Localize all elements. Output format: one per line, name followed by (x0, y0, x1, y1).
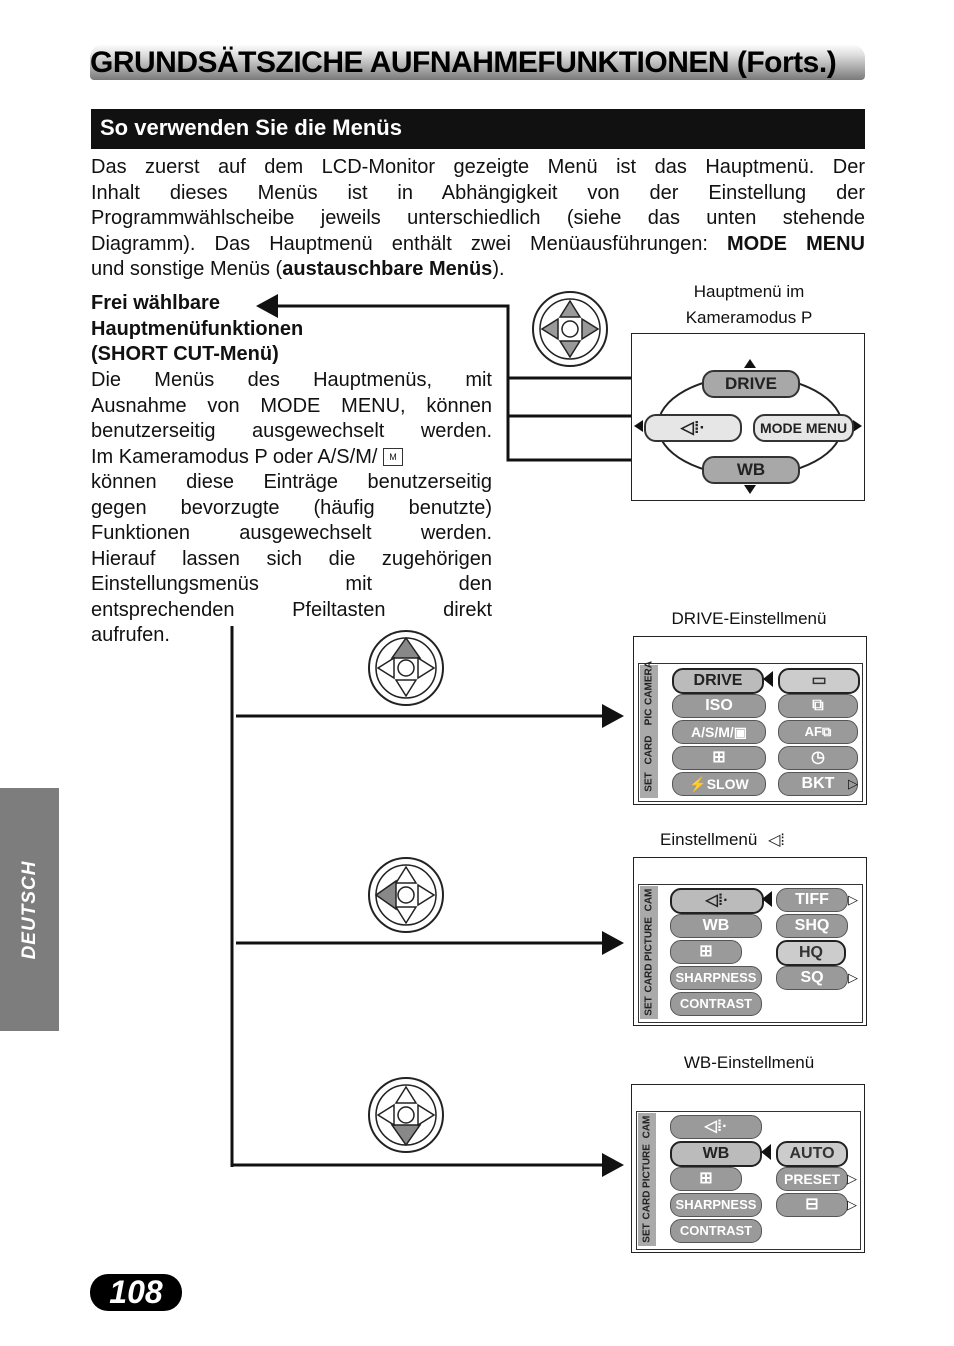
arrow-head-right (602, 931, 624, 955)
shortcut-body: Die Menüs des Hauptmenüs, mit Ausnahme v… (91, 369, 492, 646)
section-header-bar (91, 109, 865, 149)
arrow-head-right (602, 704, 624, 728)
wb-auto-option: AUTO (776, 1141, 848, 1167)
arrow-pad-up-icon (368, 630, 444, 706)
menu-item-sharpness: SHARPNESS (670, 966, 762, 990)
main-menu-screen: DRIVE ◁⁞· MODE MENU WB (631, 333, 865, 501)
page-title: GRUNDSÄTSZICHE AUFNAHMEFUNKTIONEN (Forts… (90, 46, 837, 79)
shortcut-heading: Frei wählbare Hauptmenüfunktionen (SHORT… (91, 292, 304, 365)
menu-item-iso: ISO (672, 694, 766, 718)
menu-item-contrast: CONTRAST (670, 1219, 762, 1243)
chevron-right-icon: ▷ (847, 1197, 857, 1212)
drive-settings-screen: CAMERA PIC CARD SET DRIVE ISO A/S/M/▣ ⊞ … (633, 636, 867, 805)
language-label: DEUTSCH (19, 860, 40, 960)
menu-item-flash: ⚡SLOW (672, 772, 766, 796)
chevron-right-icon: ▷ (847, 1171, 857, 1186)
quality-menu-label: Einstellmenü ◁⁞ (660, 830, 785, 849)
quality-tiff-option: TIFF (776, 888, 848, 912)
drive-self-timer-option: ◷ (778, 746, 858, 770)
menu-item-contrast: CONTRAST (670, 992, 762, 1016)
tab-card: CARD (643, 963, 655, 993)
tab-set: SET (641, 1223, 653, 1243)
chevron-right-icon: ▷ (848, 892, 858, 907)
select-arrow-icon (763, 671, 773, 687)
intro-line: Inhalt dieses Menüs ist in Abhängigkeit … (91, 181, 865, 204)
arrow-head-left (256, 294, 278, 318)
menu-item-quality: ◁⁞· (670, 888, 764, 914)
main-menu-label: Hauptmenü im Kameramodus P (685, 282, 813, 327)
drive-af-sequential-option: AF⧉ (778, 720, 858, 744)
chevron-right-icon: ▷ (848, 970, 858, 985)
tab-cam: CAM (643, 888, 655, 912)
intro-line: Diagramm). Das Hauptmenü enthält zwei Me… (91, 232, 865, 255)
menu-tab-strip: CAMERA PIC CARD SET (640, 661, 658, 798)
quality-icon: ◁⁞ (768, 832, 785, 849)
select-arrow-icon (762, 891, 772, 907)
intro-paragraph: Das zuerst auf dem LCD-Monitor gezeigte … (91, 155, 865, 283)
quality-shq-option: SHQ (776, 914, 848, 938)
wb-settings-screen: CAM PICTURE CARD SET ◁⁞· WB ⊞ SHARPNESS … (631, 1084, 865, 1253)
quality-sq-option: SQ (776, 966, 848, 990)
tab-camera: CAMERA (643, 661, 655, 705)
wb-menu-label: WB-Einstellmenü (683, 1053, 815, 1072)
page-number: 108 (90, 1274, 182, 1311)
menu-item-exposure: ⊞ (672, 746, 766, 770)
menu-item-exposure: ⊞ (670, 940, 742, 964)
tab-set: SET (643, 996, 655, 1016)
arrow-pad-icon (532, 291, 608, 367)
menu-item-quality: ◁⁞· (670, 1115, 762, 1139)
tab-picture: PICTURE (641, 1144, 653, 1188)
tab-cam: CAM (641, 1115, 653, 1139)
drive-sequential-option: ⧉ (778, 694, 858, 718)
intro-line: und sonstige Menüs (austauschbare Menüs)… (91, 258, 505, 280)
tab-set: SET (643, 772, 655, 792)
connector-line (276, 304, 510, 378)
drive-bkt-option: BKT (778, 772, 858, 796)
menu-tab-strip: CAM PICTURE CARD SET (640, 886, 658, 1019)
menu-item-asm: A/S/M/▣ (672, 720, 766, 744)
intro-line: Das zuerst auf dem LCD-Monitor gezeigte … (91, 156, 865, 178)
quality-bubble: ◁⁞· (644, 414, 742, 442)
select-arrow-icon (761, 1144, 771, 1160)
chevron-right-icon: ▷ (848, 776, 858, 791)
drive-menu-label: DRIVE-Einstellmenü (671, 609, 827, 628)
my-mode-icon: M (382, 448, 403, 467)
tab-picture: PICTURE (643, 917, 655, 961)
menu-item-wb: WB (670, 1141, 762, 1167)
arrow-head-right (602, 1153, 624, 1177)
drive-bubble: DRIVE (702, 370, 800, 398)
mode-menu-bubble: MODE MENU (753, 414, 854, 442)
section-title: So verwenden Sie die Menüs (100, 115, 402, 140)
menu-tab-strip: CAM PICTURE CARD SET (638, 1113, 656, 1246)
wb-bubble: WB (702, 456, 800, 484)
intro-line: Programmwählscheibe jeweils unterschiedl… (91, 207, 865, 229)
menu-item-exposure: ⊞ (670, 1167, 742, 1191)
menu-item-drive: DRIVE (672, 668, 764, 694)
arrow-pad-left-icon (368, 857, 444, 933)
wb-preset-option: PRESET (776, 1167, 848, 1191)
tab-card: CARD (641, 1190, 653, 1220)
menu-item-sharpness: SHARPNESS (670, 1193, 762, 1217)
title-banner (90, 44, 865, 80)
language-tab (0, 788, 59, 1031)
menu-item-wb: WB (670, 914, 762, 938)
quality-settings-screen: CAM PICTURE CARD SET ◁⁞· WB ⊞ SHARPNESS … (633, 857, 867, 1026)
tab-pic: PIC (643, 708, 655, 726)
quality-hq-option: HQ (776, 940, 846, 966)
wb-manual-option: ⊟ (776, 1193, 848, 1217)
tab-card: CARD (643, 735, 655, 765)
drive-single-option: ▭ (778, 668, 860, 694)
arrow-pad-down-icon (368, 1077, 444, 1153)
